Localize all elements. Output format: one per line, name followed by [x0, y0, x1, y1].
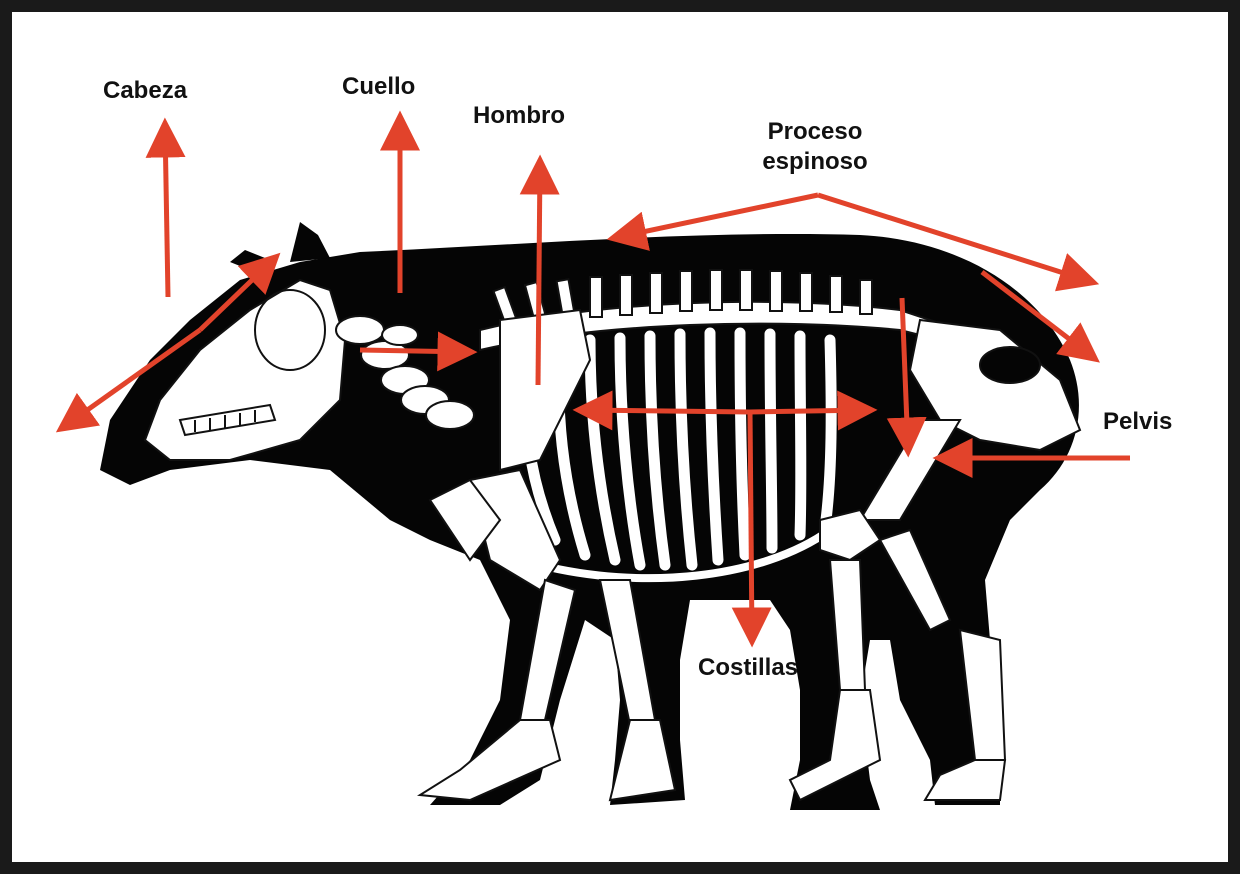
ribs-arrow-left [580, 410, 750, 412]
label-spinous-process-line1: Proceso [750, 117, 880, 147]
label-spinous-process-line2: espinoso [750, 147, 880, 177]
shoulder-arrow-up [538, 162, 540, 385]
label-shoulder: Hombro [473, 101, 565, 131]
ribs-arrow-right [750, 410, 870, 412]
head-arrow-up [165, 125, 168, 297]
ribs-arrow-down [750, 412, 752, 640]
spinous-arrow-left [614, 195, 818, 238]
label-ribs: Costillas [698, 653, 798, 683]
neck-arrow-right [360, 350, 470, 352]
label-head: Cabeza [103, 76, 187, 106]
label-pelvis: Pelvis [1103, 407, 1172, 437]
label-neck: Cuello [342, 72, 415, 102]
